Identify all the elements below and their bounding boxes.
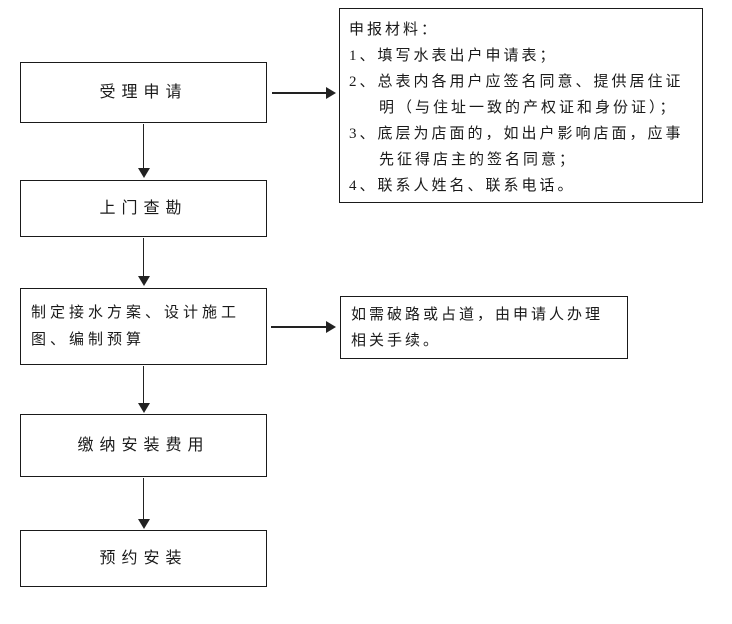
step-accept-application: 受理申请 xyxy=(20,62,267,123)
note-materials-item: 4、联系人姓名、联系电话。 xyxy=(349,178,576,194)
arrow-down-icon xyxy=(143,238,144,276)
step-label: 上门查勘 xyxy=(99,200,188,217)
note-materials-title: 申报材料： xyxy=(349,22,440,38)
note-materials-item: 2、总表内各用户应签名同意、提供居住证明（与住址一致的产权证和身份证）； xyxy=(349,74,684,116)
note-materials-item: 3、底层为店面的，如出户影响店面，应事先征得店主的签名同意； xyxy=(349,126,684,168)
arrow-right-icon xyxy=(271,326,326,328)
step-pay-installation-fee: 缴纳安装费用 xyxy=(20,414,267,477)
note-materials-item: 1、填写水表出户申请表； xyxy=(349,48,558,64)
arrow-right-icon xyxy=(272,92,326,94)
note-materials-content: 申报材料： 1、填写水表出户申请表； 2、总表内各用户应签名同意、提供居住证明（… xyxy=(349,17,693,199)
step-schedule-installation: 预约安装 xyxy=(20,530,267,587)
step-label: 缴纳安装费用 xyxy=(77,437,210,454)
arrow-down-icon xyxy=(143,124,144,168)
note-application-materials: 申报材料： 1、填写水表出户申请表； 2、总表内各用户应签名同意、提供居住证明（… xyxy=(339,8,703,203)
step-site-survey: 上门查勘 xyxy=(20,180,267,237)
note-road-permit: 如需破路或占道，由申请人办理相关手续。 xyxy=(340,296,628,359)
note-road-permit-text: 如需破路或占道，由申请人办理相关手续。 xyxy=(351,306,604,349)
step-label: 预约安装 xyxy=(99,550,188,567)
arrow-down-icon xyxy=(143,366,144,403)
arrow-down-icon xyxy=(143,478,144,519)
step-label: 制定接水方案、设计施工图、编制预算 xyxy=(31,304,241,348)
step-label: 受理申请 xyxy=(99,84,188,101)
step-design-plan-budget: 制定接水方案、设计施工图、编制预算 xyxy=(20,288,267,365)
